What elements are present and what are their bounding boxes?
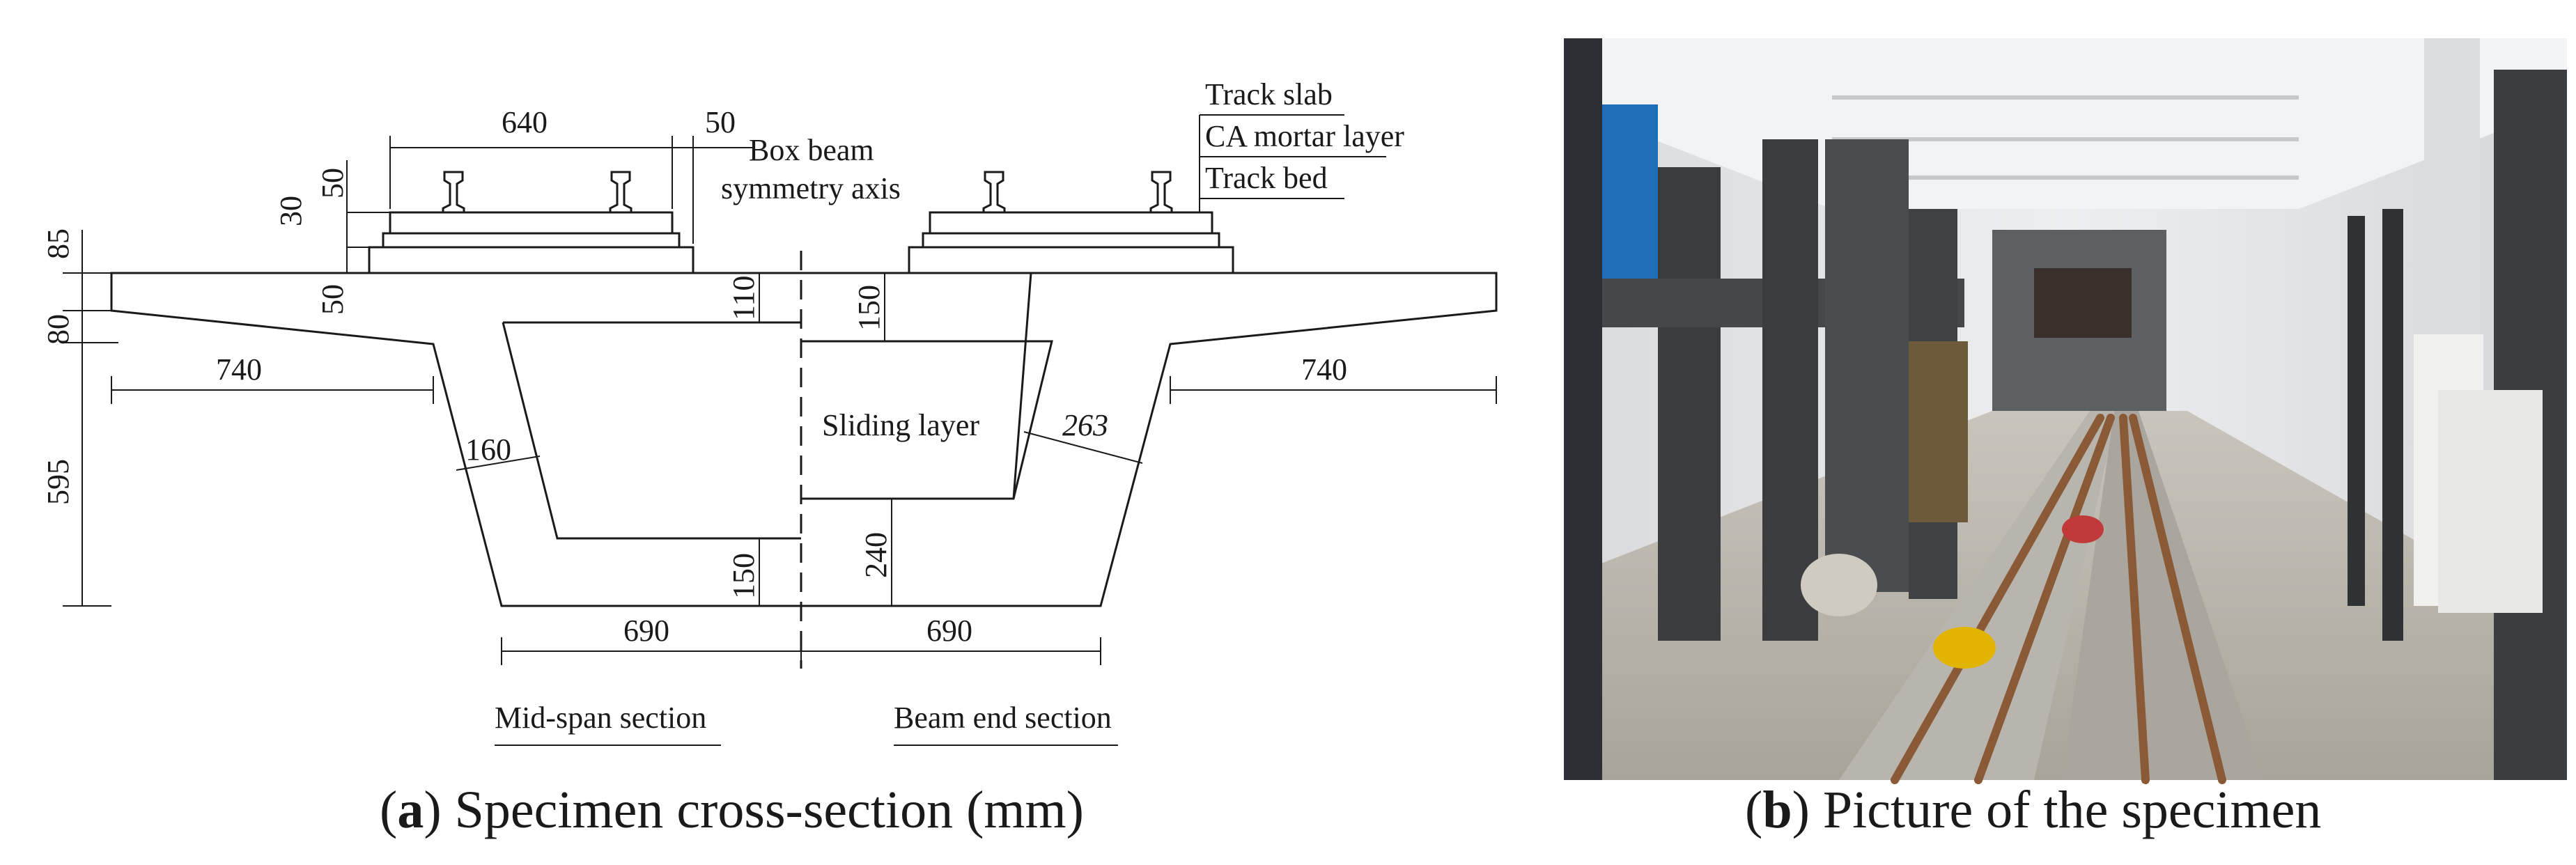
dim-rail-height: 50 xyxy=(316,168,350,198)
rail-3 xyxy=(982,171,1006,214)
track-slab-right xyxy=(929,211,1213,235)
mid-span-label: Mid-span section xyxy=(495,701,706,735)
track-slab-left xyxy=(389,211,674,235)
layer-label-track-bed: Track bed xyxy=(1205,161,1328,195)
rail-4 xyxy=(1149,171,1173,214)
dim-total-track-height: 85 xyxy=(41,228,75,259)
cross-section-panel: 640 50 50 30 85 50 80 740 740 595 110 15… xyxy=(41,77,1498,746)
dim-cantilever-left: 740 xyxy=(216,352,262,387)
ca-mortar-left xyxy=(382,232,681,249)
layer-label-ca-mortar: CA mortar layer xyxy=(1205,119,1404,153)
dim-box-height: 595 xyxy=(41,459,75,505)
dim-top-slab-end: 150 xyxy=(852,285,886,331)
sliding-layer-label: Sliding layer xyxy=(822,408,979,442)
dim-cantilever-right: 740 xyxy=(1301,352,1347,387)
axis-label-line2: symmetry axis xyxy=(721,171,901,205)
rail-2 xyxy=(609,171,633,214)
caption-a-letter: a xyxy=(397,781,424,839)
specimen-photo xyxy=(1564,38,2567,784)
caption-b: (b) Picture of the specimen xyxy=(1745,781,2322,839)
dim-web-mid: 160 xyxy=(465,432,511,467)
box-girder-outline xyxy=(110,272,1498,607)
specimen-photo-panel xyxy=(1533,0,2576,865)
caption-a: (a) Specimen cross-section (mm) xyxy=(380,781,1084,839)
dim-half-bottom-right: 690 xyxy=(926,614,972,648)
track-bed-right xyxy=(908,246,1234,274)
dim-top-slab-mid: 110 xyxy=(727,276,761,320)
track-bed-left xyxy=(368,246,695,274)
ca-mortar-right xyxy=(922,232,1220,249)
dim-layer-thickness: 30 xyxy=(274,196,308,226)
box-girder-cavity xyxy=(502,321,801,540)
beam-end-web-line xyxy=(1012,272,1032,499)
caption-b-letter: b xyxy=(1762,781,1792,839)
cross-section-diagram: 640 50 50 30 85 50 80 740 740 595 110 15… xyxy=(41,77,1498,746)
beam-end-label: Beam end section xyxy=(894,701,1112,735)
dim-deck-thickness-left: 50 xyxy=(316,284,350,315)
dim-bottom-slab-mid: 150 xyxy=(727,553,761,599)
rail-1 xyxy=(442,171,465,214)
layer-label-track-slab: Track slab xyxy=(1205,77,1333,111)
caption-b-text: Picture of the specimen xyxy=(1822,781,2322,839)
caption-a-text: Specimen cross-section (mm) xyxy=(454,781,1084,839)
dim-slab-width: 640 xyxy=(502,105,548,139)
dim-bottom-slab-end: 240 xyxy=(859,532,893,578)
axis-label-line1: Box beam xyxy=(749,133,874,167)
dim-half-bottom-left: 690 xyxy=(623,614,669,648)
dim-flange-drop: 80 xyxy=(41,314,75,345)
beam-end-inner-line xyxy=(801,340,1053,500)
dim-slab-edge: 50 xyxy=(705,105,736,139)
dim-web-end: 263 xyxy=(1062,408,1108,442)
